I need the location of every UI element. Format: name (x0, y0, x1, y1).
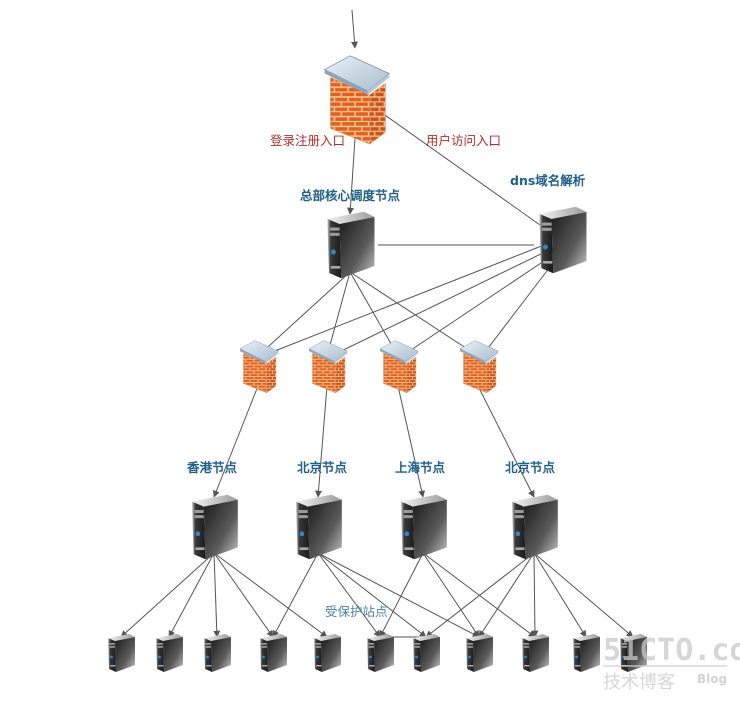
edge-fw_main-to-dns (374, 107, 541, 226)
edge-hk-to-s5 (213, 552, 328, 638)
edge-bj1-to-s4 (272, 552, 319, 638)
edge-fw4-to-bj2 (477, 385, 535, 498)
edge-fw3-to-sh (397, 385, 426, 498)
label-beijing-node-1: 北京节点 (297, 460, 348, 475)
watermark: 51CTO.com 技术博客 Blog (603, 633, 740, 693)
firewall-icon-fw1 (239, 340, 279, 394)
label-beijing-node-2: 北京节点 (505, 460, 556, 475)
firewall-icon-fw4 (459, 340, 499, 394)
edge-bj1-to-s7 (317, 552, 427, 638)
server-icon-s1 (108, 634, 135, 672)
edge-bj2-to-s8 (478, 552, 535, 638)
server-icon-dns (539, 206, 587, 274)
edge-hq-to-fw3 (349, 271, 399, 357)
edge-dns-to-fw3 (401, 256, 551, 357)
diagram-nodes (108, 55, 647, 672)
edge-bj2-to-s9 (531, 552, 539, 638)
server-icon-bj1 (295, 494, 342, 560)
edge-dns-to-fw4 (481, 262, 554, 357)
edge-sh-to-s6 (379, 552, 424, 638)
edge-fw2-to-bj1 (315, 385, 328, 498)
edge-hk-to-s3 (213, 552, 221, 638)
firewall-icon-fw3 (379, 340, 419, 394)
edge-hk-to-s2 (168, 552, 215, 638)
edge-hk-to-s4 (213, 552, 274, 638)
label-hq-node: 总部核心调度节点 (300, 188, 401, 203)
label-user-entry: 用户访问入口 (426, 133, 501, 148)
server-icon-hq (327, 211, 375, 279)
server-icon-s6 (367, 634, 394, 672)
server-icon-s10 (573, 634, 600, 672)
watermark-blog: Blog (697, 672, 727, 686)
edge-entry-to-fw_main (351, 9, 358, 49)
edge-sh-to-s8 (422, 552, 480, 638)
edge-fw_main-to-hq (346, 137, 356, 215)
edge-dns-to-fw1 (261, 244, 545, 357)
edge-bj1-to-s6 (317, 552, 381, 638)
edge-bj2-to-s11 (533, 552, 634, 638)
edge-dns-to-fw2 (330, 250, 548, 357)
edge-bj2-to-s7 (425, 552, 535, 638)
server-icon-hk (191, 494, 238, 560)
label-hk-node: 香港节点 (186, 460, 238, 475)
edge-hq-to-fw2 (325, 271, 351, 357)
server-icon-s7 (413, 634, 440, 672)
label-login-entry: 登录注册入口 (270, 133, 345, 148)
edge-hq-to-fw1 (257, 271, 351, 357)
server-icon-s5 (314, 634, 341, 672)
label-shanghai-node: 上海节点 (395, 460, 446, 475)
firewall-icon-fw2 (308, 340, 348, 394)
server-icon-s4 (260, 634, 287, 672)
server-icon-s8 (466, 634, 493, 672)
server-icon-sh (400, 494, 447, 560)
edge-fw1-to-hk (213, 385, 259, 498)
server-icon-s3 (204, 634, 231, 672)
label-dns: dns域名解析 (510, 173, 586, 188)
firewall-icon-fw_main (324, 55, 390, 145)
edge-bj2-to-s10 (533, 552, 587, 638)
edge-sh-to-s9 (422, 552, 536, 638)
watermark-site: 51CTO.com (603, 633, 740, 668)
server-icon-s2 (156, 634, 183, 672)
connection-lines (120, 9, 634, 641)
server-icon-bj2 (511, 494, 558, 560)
edge-bj1-to-s8 (317, 552, 480, 638)
edge-hq-to-fw4 (349, 271, 479, 357)
server-icon-s9 (522, 634, 549, 672)
watermark-subtitle: 技术博客 (603, 672, 675, 693)
edge-hk-to-s1 (120, 552, 215, 638)
label-protected-sites: 受保护站点 (325, 604, 388, 619)
